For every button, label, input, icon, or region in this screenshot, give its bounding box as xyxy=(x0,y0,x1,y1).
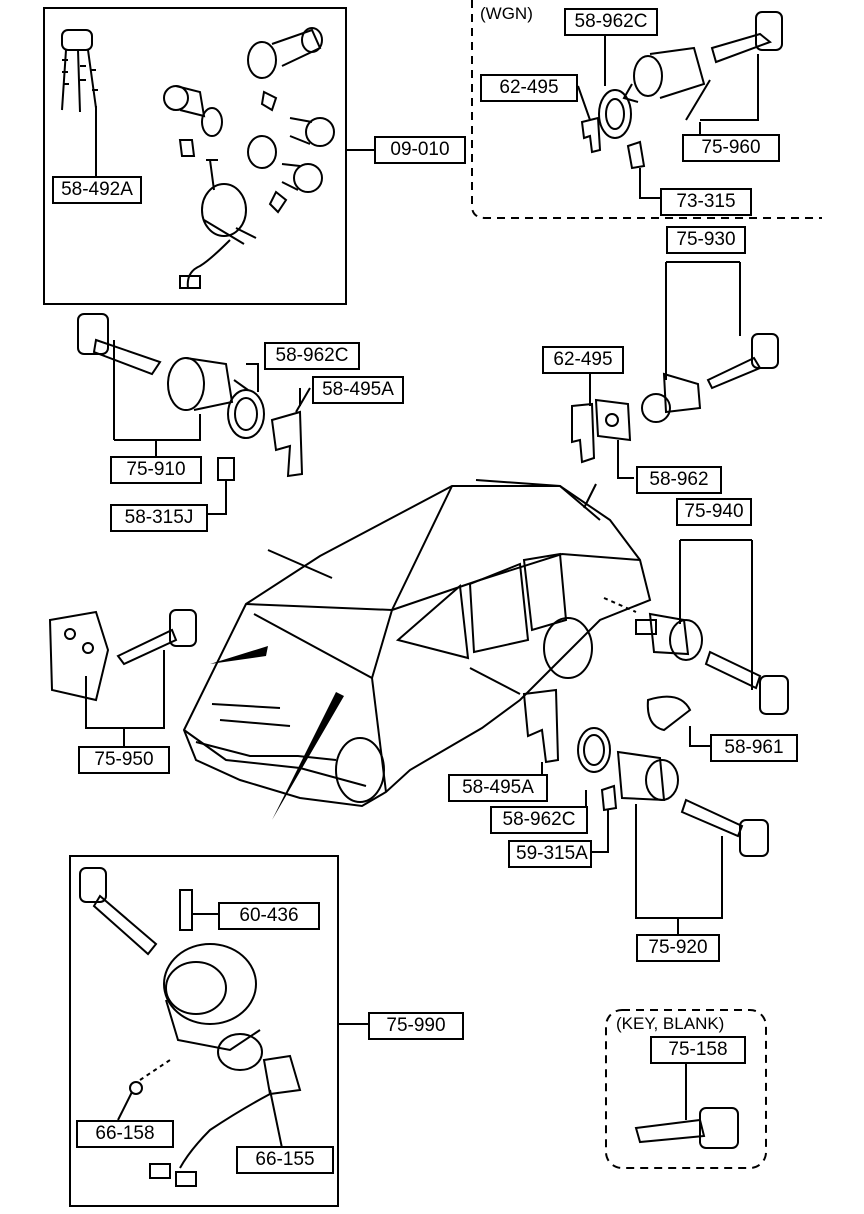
part-label-75-920: 75-920 xyxy=(636,934,720,962)
part-label-75-990: 75-990 xyxy=(368,1012,464,1040)
part-label-58-961: 58-961 xyxy=(710,734,798,762)
lock-set-75-940 xyxy=(635,612,789,732)
part-label-09-010: 09-010 xyxy=(374,136,466,164)
part-label-60-436: 60-436 xyxy=(218,902,320,930)
wedge-arrow-1 xyxy=(210,646,268,664)
part-label-75-158: 75-158 xyxy=(650,1036,746,1064)
part-label-62-495: 62-495 xyxy=(542,346,624,374)
wgn-dashed-region xyxy=(471,0,822,219)
part-label-58-962C-wgn: 58-962C xyxy=(564,8,658,36)
part-label-75-960: 75-960 xyxy=(682,134,780,162)
part-label-58-495A-door: 58-495A xyxy=(448,774,548,802)
key-set-58-492A xyxy=(61,29,98,113)
lock-set-75-950 xyxy=(48,609,197,702)
part-label-66-158: 66-158 xyxy=(76,1120,174,1148)
kit-box-75-990 xyxy=(69,855,339,1207)
lock-set-75-910 xyxy=(77,313,304,481)
lock-set-75-930 xyxy=(571,333,779,464)
part-label-66-155: 66-155 xyxy=(236,1146,334,1174)
part-label-58-962C-door: 58-962C xyxy=(490,806,588,834)
wedge-arrow-2 xyxy=(272,692,344,820)
arrow-fuel-lock xyxy=(603,597,637,613)
car-illustration xyxy=(182,479,652,808)
part-label-73-315: 73-315 xyxy=(660,188,752,216)
arrow-hood xyxy=(267,549,333,579)
part-label-58-495A-left: 58-495A xyxy=(312,376,404,404)
part-label-58-962C-left: 58-962C xyxy=(264,342,360,370)
key-blank-75-158 xyxy=(634,1107,739,1149)
note-wgn: (WGN) xyxy=(480,4,533,23)
part-label-58-315J: 58-315J xyxy=(110,504,208,532)
part-label-58-492A: 58-492A xyxy=(52,176,142,204)
kit-box-09-010 xyxy=(43,7,347,305)
wgn-lock-assembly xyxy=(580,11,783,170)
leader-lines xyxy=(85,18,759,1149)
kit-lock-cylinders xyxy=(163,27,335,289)
note-key-blank: (KEY, BLANK) xyxy=(616,1014,725,1033)
part-label-75-910: 75-910 xyxy=(110,456,202,484)
ignition-switch-75-990 xyxy=(79,867,302,1187)
part-label-75-930: 75-930 xyxy=(666,226,746,254)
key-blank-box xyxy=(605,1009,767,1169)
part-label-62-495-wgn: 62-495 xyxy=(480,74,578,102)
part-label-59-315A: 59-315A xyxy=(508,840,592,868)
part-label-58-962: 58-962 xyxy=(636,466,722,494)
arrow-door-lock xyxy=(469,667,521,695)
part-label-75-940: 75-940 xyxy=(676,498,752,526)
arrow-rear-lock xyxy=(583,483,597,509)
lock-set-75-920 xyxy=(522,688,769,857)
part-label-75-950: 75-950 xyxy=(78,746,170,774)
